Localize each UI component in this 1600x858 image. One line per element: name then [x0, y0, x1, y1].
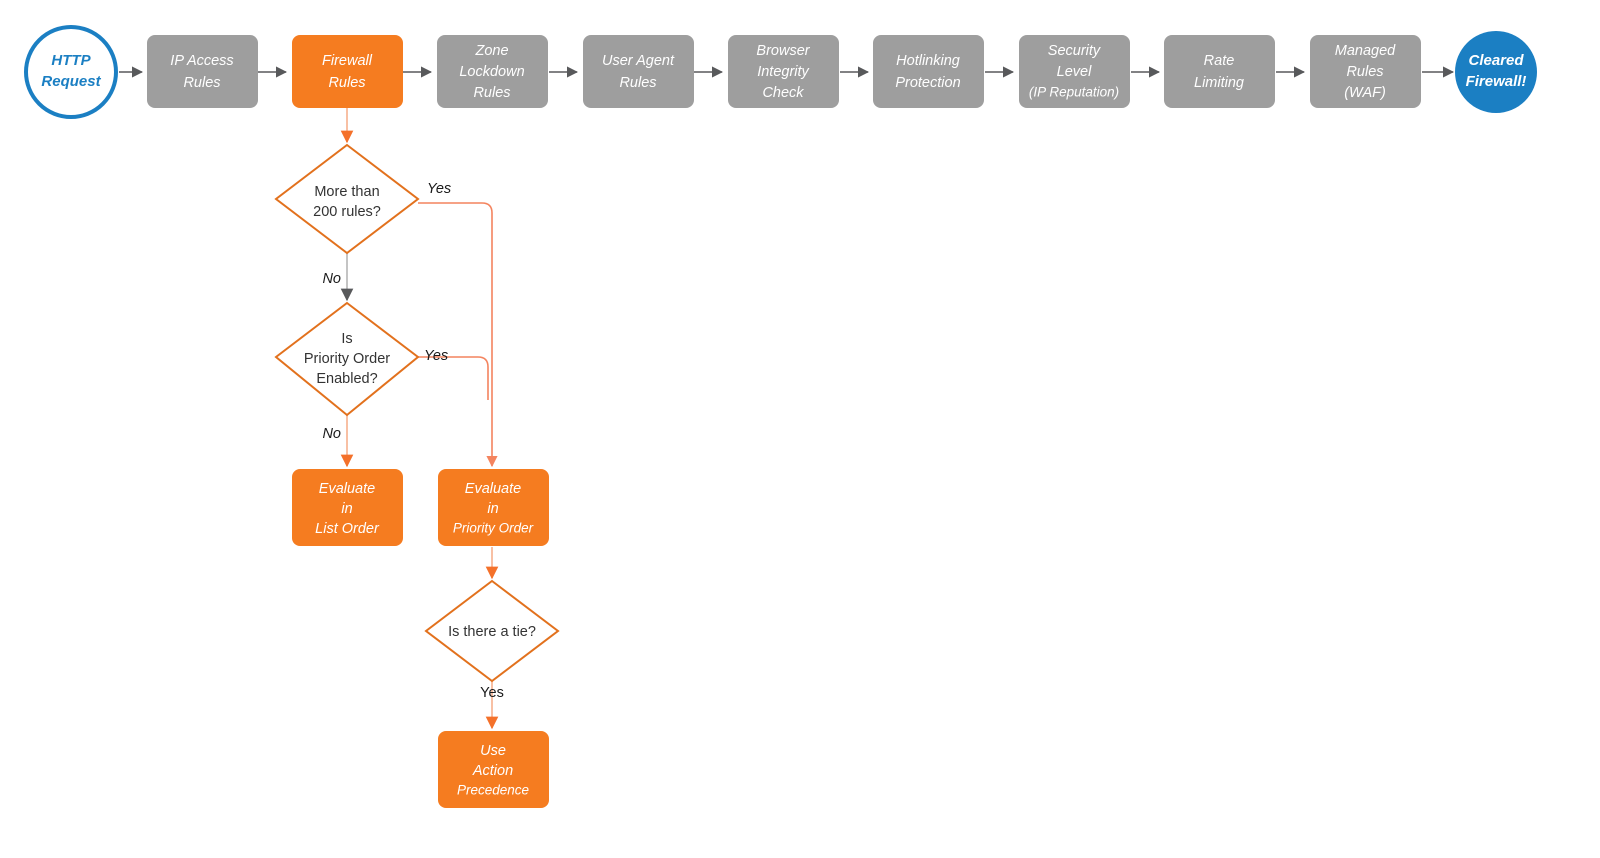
user-agent-rules-label-line-2: Rules [619, 75, 656, 91]
firewall-rules-box [292, 35, 403, 108]
node-more-than-200-rules[interactable]: More than 200 rules? [274, 143, 420, 255]
node-ip-access-rules[interactable]: IP Access Rules [147, 35, 258, 108]
node-user-agent-rules[interactable]: User Agent Rules [583, 35, 694, 108]
evaluate-priority-order-label-line-1: Evaluate [465, 481, 521, 497]
security-level-label-line-1: Security [1048, 43, 1101, 59]
security-level-box [1019, 35, 1130, 108]
browser-integrity-check-box [728, 35, 839, 108]
is-there-a-tie-label-line-1: Is there a tie? [448, 624, 536, 640]
managed-rules-waf-label-line-1: Managed [1335, 43, 1396, 59]
node-use-action-precedence[interactable]: Use Action Precedence [438, 731, 549, 808]
node-managed-rules-waf[interactable]: Managed Rules (WAF) [1310, 35, 1421, 108]
zone-lockdown-rules-label-line-2: Lockdown [459, 64, 524, 80]
hotlinking-protection-label-line-2: Protection [895, 75, 960, 91]
http-request-label-line-2: Request [41, 73, 101, 90]
edge-label-yes-priority-order: Yes [424, 348, 448, 364]
node-browser-integrity-check[interactable]: Browser Integrity Check [728, 35, 839, 108]
browser-integrity-check-label-line-1: Browser [756, 43, 810, 59]
zone-lockdown-rules-box [437, 35, 548, 108]
use-action-precedence-label-line-2: Action [472, 763, 513, 779]
evaluate-priority-order-box [438, 469, 549, 546]
http-request-circle [24, 25, 118, 119]
rate-limiting-label-line-2: Limiting [1194, 75, 1244, 91]
edge-label-no-priority-order: No [322, 426, 341, 442]
cleared-firewall-circle [1455, 31, 1537, 113]
evaluate-list-order-box [292, 469, 403, 546]
browser-integrity-check-label-line-2: Integrity [757, 64, 809, 80]
more-than-200-rules-label-line-1: More than [314, 184, 379, 200]
node-rate-limiting[interactable]: Rate Limiting [1164, 35, 1275, 108]
evaluate-list-order-label-line-1: Evaluate [319, 481, 375, 497]
firewall-rules-label-line-1: Firewall [322, 53, 373, 69]
security-level-label-line-3: (IP Reputation) [1029, 85, 1119, 100]
node-is-there-a-tie[interactable]: Is there a tie? [424, 579, 560, 683]
evaluate-priority-order-label-line-2: in [487, 501, 498, 517]
node-cleared-firewall[interactable]: Cleared Firewall! [1455, 31, 1537, 113]
zone-lockdown-rules-label-line-3: Rules [473, 85, 510, 101]
node-http-request[interactable]: HTTP Request [24, 25, 118, 119]
edge-label-yes-200-rules: Yes [427, 181, 451, 197]
ip-access-rules-label-line-2: Rules [183, 75, 220, 91]
priority-order-enabled-label-line-2: Priority Order [304, 351, 390, 367]
ip-access-rules-box [147, 35, 258, 108]
managed-rules-waf-box [1310, 35, 1421, 108]
more-than-200-rules-label-line-2: 200 rules? [313, 204, 381, 220]
zone-lockdown-rules-label-line-1: Zone [474, 43, 508, 59]
connector-yes-200-to-priority-order-box [418, 202, 498, 468]
managed-rules-waf-label-line-2: Rules [1346, 64, 1383, 80]
connector-yes-priority-to-trunk [418, 356, 489, 400]
priority-order-enabled-diamond [274, 301, 420, 417]
node-hotlinking-protection[interactable]: Hotlinking Protection [873, 35, 984, 108]
ip-access-rules-label-line-1: IP Access [170, 53, 233, 69]
use-action-precedence-label-line-3: Precedence [457, 783, 529, 798]
edge-label-yes-tie: Yes [480, 685, 504, 701]
node-zone-lockdown-rules[interactable]: Zone Lockdown Rules [437, 35, 548, 108]
node-security-level[interactable]: Security Level (IP Reputation) [1019, 35, 1130, 108]
branch-connectors: Is Priority Order Enabled? --> Evaluate … [340, 108, 499, 730]
evaluate-priority-order-label-line-3: Priority Order [453, 521, 534, 536]
node-priority-order-enabled[interactable]: Is Priority Order Enabled? [274, 301, 420, 417]
node-evaluate-list-order[interactable]: Evaluate in List Order [292, 469, 403, 546]
use-action-precedence-box [438, 731, 549, 808]
evaluate-list-order-label-line-3: List Order [315, 521, 380, 537]
browser-integrity-check-label-line-3: Check [762, 85, 804, 101]
node-firewall-rules[interactable]: Firewall Rules [292, 35, 403, 108]
hotlinking-protection-box [873, 35, 984, 108]
user-agent-rules-label-line-1: User Agent [602, 53, 675, 69]
hotlinking-protection-label-line-1: Hotlinking [896, 53, 960, 69]
security-level-label-line-2: Level [1057, 64, 1092, 80]
managed-rules-waf-label-line-3: (WAF) [1344, 85, 1386, 101]
use-action-precedence-label-line-1: Use [480, 743, 506, 759]
is-there-a-tie-diamond [424, 579, 560, 683]
rate-limiting-box [1164, 35, 1275, 108]
edge-label-no-200-rules: No [322, 271, 341, 287]
user-agent-rules-box [583, 35, 694, 108]
cleared-firewall-label-line-2: Firewall! [1466, 73, 1527, 90]
firewall-rules-label-line-2: Rules [328, 75, 365, 91]
priority-order-enabled-label-line-3: Enabled? [316, 371, 377, 387]
cleared-firewall-label-line-1: Cleared [1468, 52, 1524, 69]
more-than-200-rules-diamond [274, 143, 420, 255]
http-request-label-line-1: HTTP [51, 52, 91, 69]
evaluate-list-order-label-line-2: in [341, 501, 352, 517]
node-evaluate-priority-order[interactable]: Evaluate in Priority Order [438, 469, 549, 546]
rate-limiting-label-line-1: Rate [1204, 53, 1235, 69]
priority-order-enabled-label-line-1: Is [341, 331, 352, 347]
